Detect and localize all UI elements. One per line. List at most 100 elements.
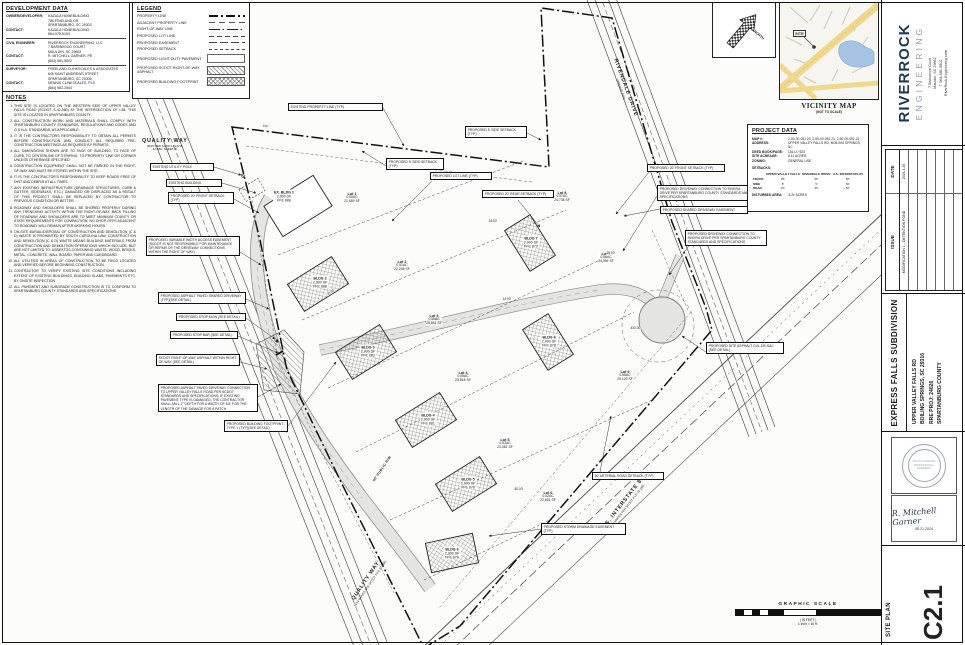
callout-access-easement: PROPOSED VARIABLE WIDTH ACCESS EASEMENT … [146,236,240,257]
existing-building-outline [238,178,266,202]
dev-row-label: CONTACT: [6,27,24,32]
callout-storm-drainage-easement: PROPOSED STORM DRAINAGE EASEMENT (TYP) [541,523,626,535]
callout-front-setback-left: PROPOSED 20' FRONT SETBACK (TYP) [168,192,234,204]
vicinity-map-title: VICINITY MAP [801,101,857,110]
adjacent-property-line-swatch [209,22,245,24]
development-data-panel: DEVELOPMENT DATA OWNER/DEVELOPER:KAZALA … [2,2,130,92]
callout-stop-sign: PROPOSED STOP SIGN (SEE DETAIL) [176,313,246,321]
dimension-label: 35.00' [606,251,616,255]
issue-row [945,150,954,290]
note-item: ON-SITE BURIAL/DISPOSAL OF CONSTRUCTION … [14,230,136,257]
project-address: UPPER VALLEY FALLS RD BOILING SPRINGS, S… [912,352,944,424]
callout-arterial-road-setback: 50' ARTERIAL ROAD SETBACK (TYP) [592,472,664,480]
sheet-number-section: SITE PLAN C2.1 [882,546,965,643]
note-item: IT IS THE CONTRACTORS RESPONSIBILITY TO … [14,134,136,148]
notes-panel: NOTES THIS SITE IS LOCATED ON THE WESTER… [4,94,140,296]
dimension-label: 430.00' [630,326,642,330]
callout-stop-bar: PROPOSED STOP BAR (SEE DETAIL) [170,331,238,339]
callout-side-setback-2: PROPOSED 5' SIDE SETBACK (TYP) [465,126,527,138]
right-of-way-line-swatch [209,28,245,30]
note-item: ALL DIMENSIONS SHOWN ARE TO FACE OF BUIL… [14,149,136,163]
callout-cul-de-sac: PROPOSED SITE ASPHALT CUL-DE-SAC (SEE DE… [706,342,784,354]
dimension-label: 50.00' [514,487,524,491]
callout-scdot-row-asphalt: SCDOT RIGHT-OF-WAY ASPHALT WITHIN RIGHT-… [156,354,240,366]
pe-seal: SOUTH CAROLINA PROFESSIONAL ENGINEER [891,437,957,494]
dimension-label: 14.00' [502,297,512,301]
callout-paved-shared-driveway: PROPOSED ASPHALT PAVED SHARED DRIVEWAY (… [158,292,246,304]
note-item: ALL PAVEMENT AND SUBGRADE CONSTRUCTION I… [14,285,136,294]
dev-row-label: CIVIL ENGINEER: [6,40,36,45]
signature-box: R. Mitchell Garner 08.21.2024 [891,495,957,542]
shared-driveways [250,194,695,592]
legend-item: PROPOSED SCDOT RIGHT-OF-WAY ASPHALT [137,65,245,75]
disturbed-area-label: DISTURBED AREA: [752,193,783,198]
vicinity-map-subtitle: (NOT TO SCALE) [816,109,842,114]
title-block: RIVERROCK ENGINEERING 7 Barnwood Court M… [881,0,965,645]
legend-item: PROPOSED BUILDING FOOTPRINT [137,77,245,87]
stop-bar-symbol [275,350,284,356]
pd-label: DEED BOOK/PAGE: [752,149,784,154]
callout-existing-property-line: EXISTING PROPERTY LINE (TYP) [288,103,383,111]
pd-label: MAP #: [752,136,764,141]
property-boundary [231,7,713,645]
issue-row [918,150,927,290]
disturbed-area-value: 5.2± ACRES [788,193,807,198]
quality-way-label: QUALITY WAY (R/W PER SCDOT PLANS 42-580,… [142,138,188,152]
graphic-scale: GRAPHIC SCALE ( IN FEET ) 1 inch = 40 ft… [733,602,883,626]
pd-value: GENERAL USE [788,158,812,163]
sheet-number: C2.1 [918,585,948,640]
north-arrow-panel: NORTH [712,2,776,58]
callout-leaders [213,107,707,538]
pd-label: SITE ACREAGE: [752,154,778,159]
engineer-signature: R. Mitchell Garner [891,505,937,527]
callout-rear-setback: PROPOSED 20' REAR SETBACK (TYP) [482,190,554,198]
easement-swatch [209,42,245,44]
callout-front-setback-right: PROPOSED 20' FRONT SETBACK (TYP) [647,164,725,172]
note-item: THIS SITE IS LOCATED ON THE WESTERN SIDE… [14,104,136,118]
dev-row-value: DENNIS CLINKSCALES, PLS (864) 582-2544 [48,81,95,90]
sheet-title: SITE PLAN [886,602,892,637]
scdot-asphalt-swatch [207,65,245,75]
issue-row [954,150,962,290]
date-header: DATE [890,165,895,178]
lot-line-swatch [209,35,245,37]
legend-panel: LEGEND PROPERTY LINE ADJACENT PROPERTY L… [132,2,250,99]
vicinity-map-panel: SITE VICINITY MAP (NOT TO SCALE) [779,2,879,118]
legend-item: PROPOSED LOT LINE [137,34,245,38]
property-line-swatch [209,15,245,17]
dev-row-label: CONTACT: [6,54,24,59]
firm-address: 7 Barnwood Court Mauldin, SC 29662 T: 86… [927,50,949,96]
pd-value: 2-50-00-051.20, 2-50-00-051.21, 2-50-00-… [788,136,860,141]
vicinity-site-label: SITE [793,30,806,37]
note-item: IT IS THE CONTRACTOR'S RESPONSIBILITY TO… [14,175,136,184]
dev-row-value: R. MITCHELL GARNER, PE (864) 581-5802 [48,54,93,63]
project-data-panel: PROJECT DATA MAP #:2-50-00-051.20, 2-50-… [747,124,869,212]
note-item: ALL CONSTRUCTION WORK AND MATERIALS SHAL… [14,119,136,133]
building-footprint-swatch [207,77,245,87]
setback-swatch [209,49,245,50]
project-name: EXPRESS FALLS SUBDIVISION [882,294,907,432]
note-item: CONTRACTOR TO VERIFY EXISTING SITE CONDI… [14,269,136,283]
dev-row-value: KAZALA HOMEBUILDING 864-578-5154 [48,27,90,37]
legend-item: PROPOSED EASEMENT [137,40,245,45]
callout-building-footprint: PROPOSED BUILDING FOOTPRINT - TYPE 1 (TY… [224,420,288,432]
scale-bar [735,609,881,616]
legend-item: PROPOSED LIGHT DUTY PAVEMENT [137,54,245,64]
setbacks-table: UPPER VALLEY FALLS RIVERDALE DRIVE U.S. … [753,172,863,191]
seal-text: SOUTH CAROLINA PROFESSIONAL ENGINEER [907,449,941,482]
legend-item: RIGHT-OF-WAY LINE [137,27,245,31]
callout-lot-line: PROPOSED LOT LINE (TYP) [430,172,492,180]
